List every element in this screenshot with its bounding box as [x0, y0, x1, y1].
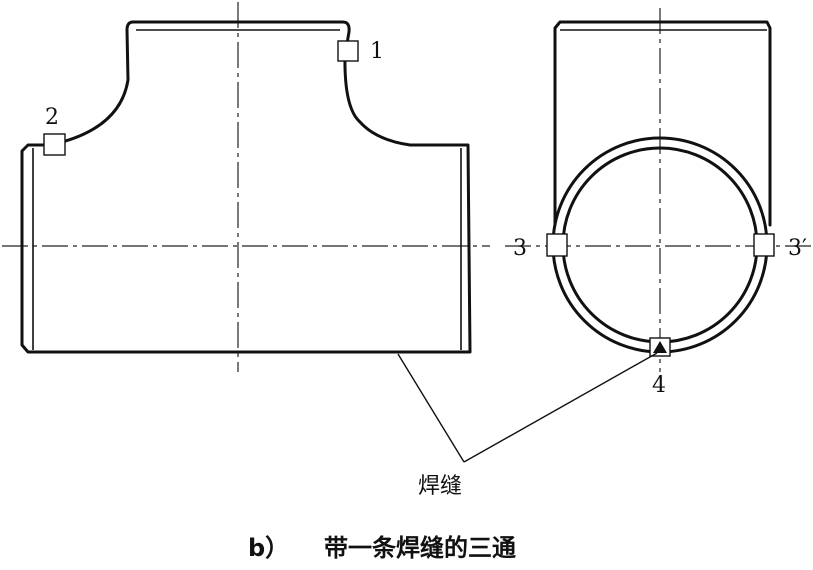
figure-caption: b） 带一条焊缝的三通 [248, 534, 516, 562]
weld-leader: 焊缝 [397, 352, 658, 499]
marker-1-label: 1 [370, 39, 384, 64]
marker-3-label: 3 [513, 236, 527, 261]
caption-text: 带一条焊缝的三通 [324, 534, 516, 562]
marker-3-box [546, 233, 568, 257]
marker-3prime-box [753, 233, 775, 257]
tee-side-view: 3 3′ 4 [505, 8, 813, 398]
weld-triangle-icon [653, 341, 667, 353]
tee-front-view: 1 2 [2, 2, 490, 372]
caption-letter: b） [248, 534, 289, 562]
branch-outline [553, 20, 772, 227]
marker-2-box [43, 133, 66, 156]
marker-1-box [337, 40, 359, 62]
marker-2-label: 2 [45, 105, 59, 130]
marker-4-label: 4 [652, 373, 666, 398]
tee-front-outline [20, 20, 472, 354]
leader-line-left [397, 353, 465, 463]
leader-line-right [463, 352, 658, 463]
marker-3prime-label: 3′ [788, 236, 807, 261]
weld-label: 焊缝 [418, 474, 462, 499]
